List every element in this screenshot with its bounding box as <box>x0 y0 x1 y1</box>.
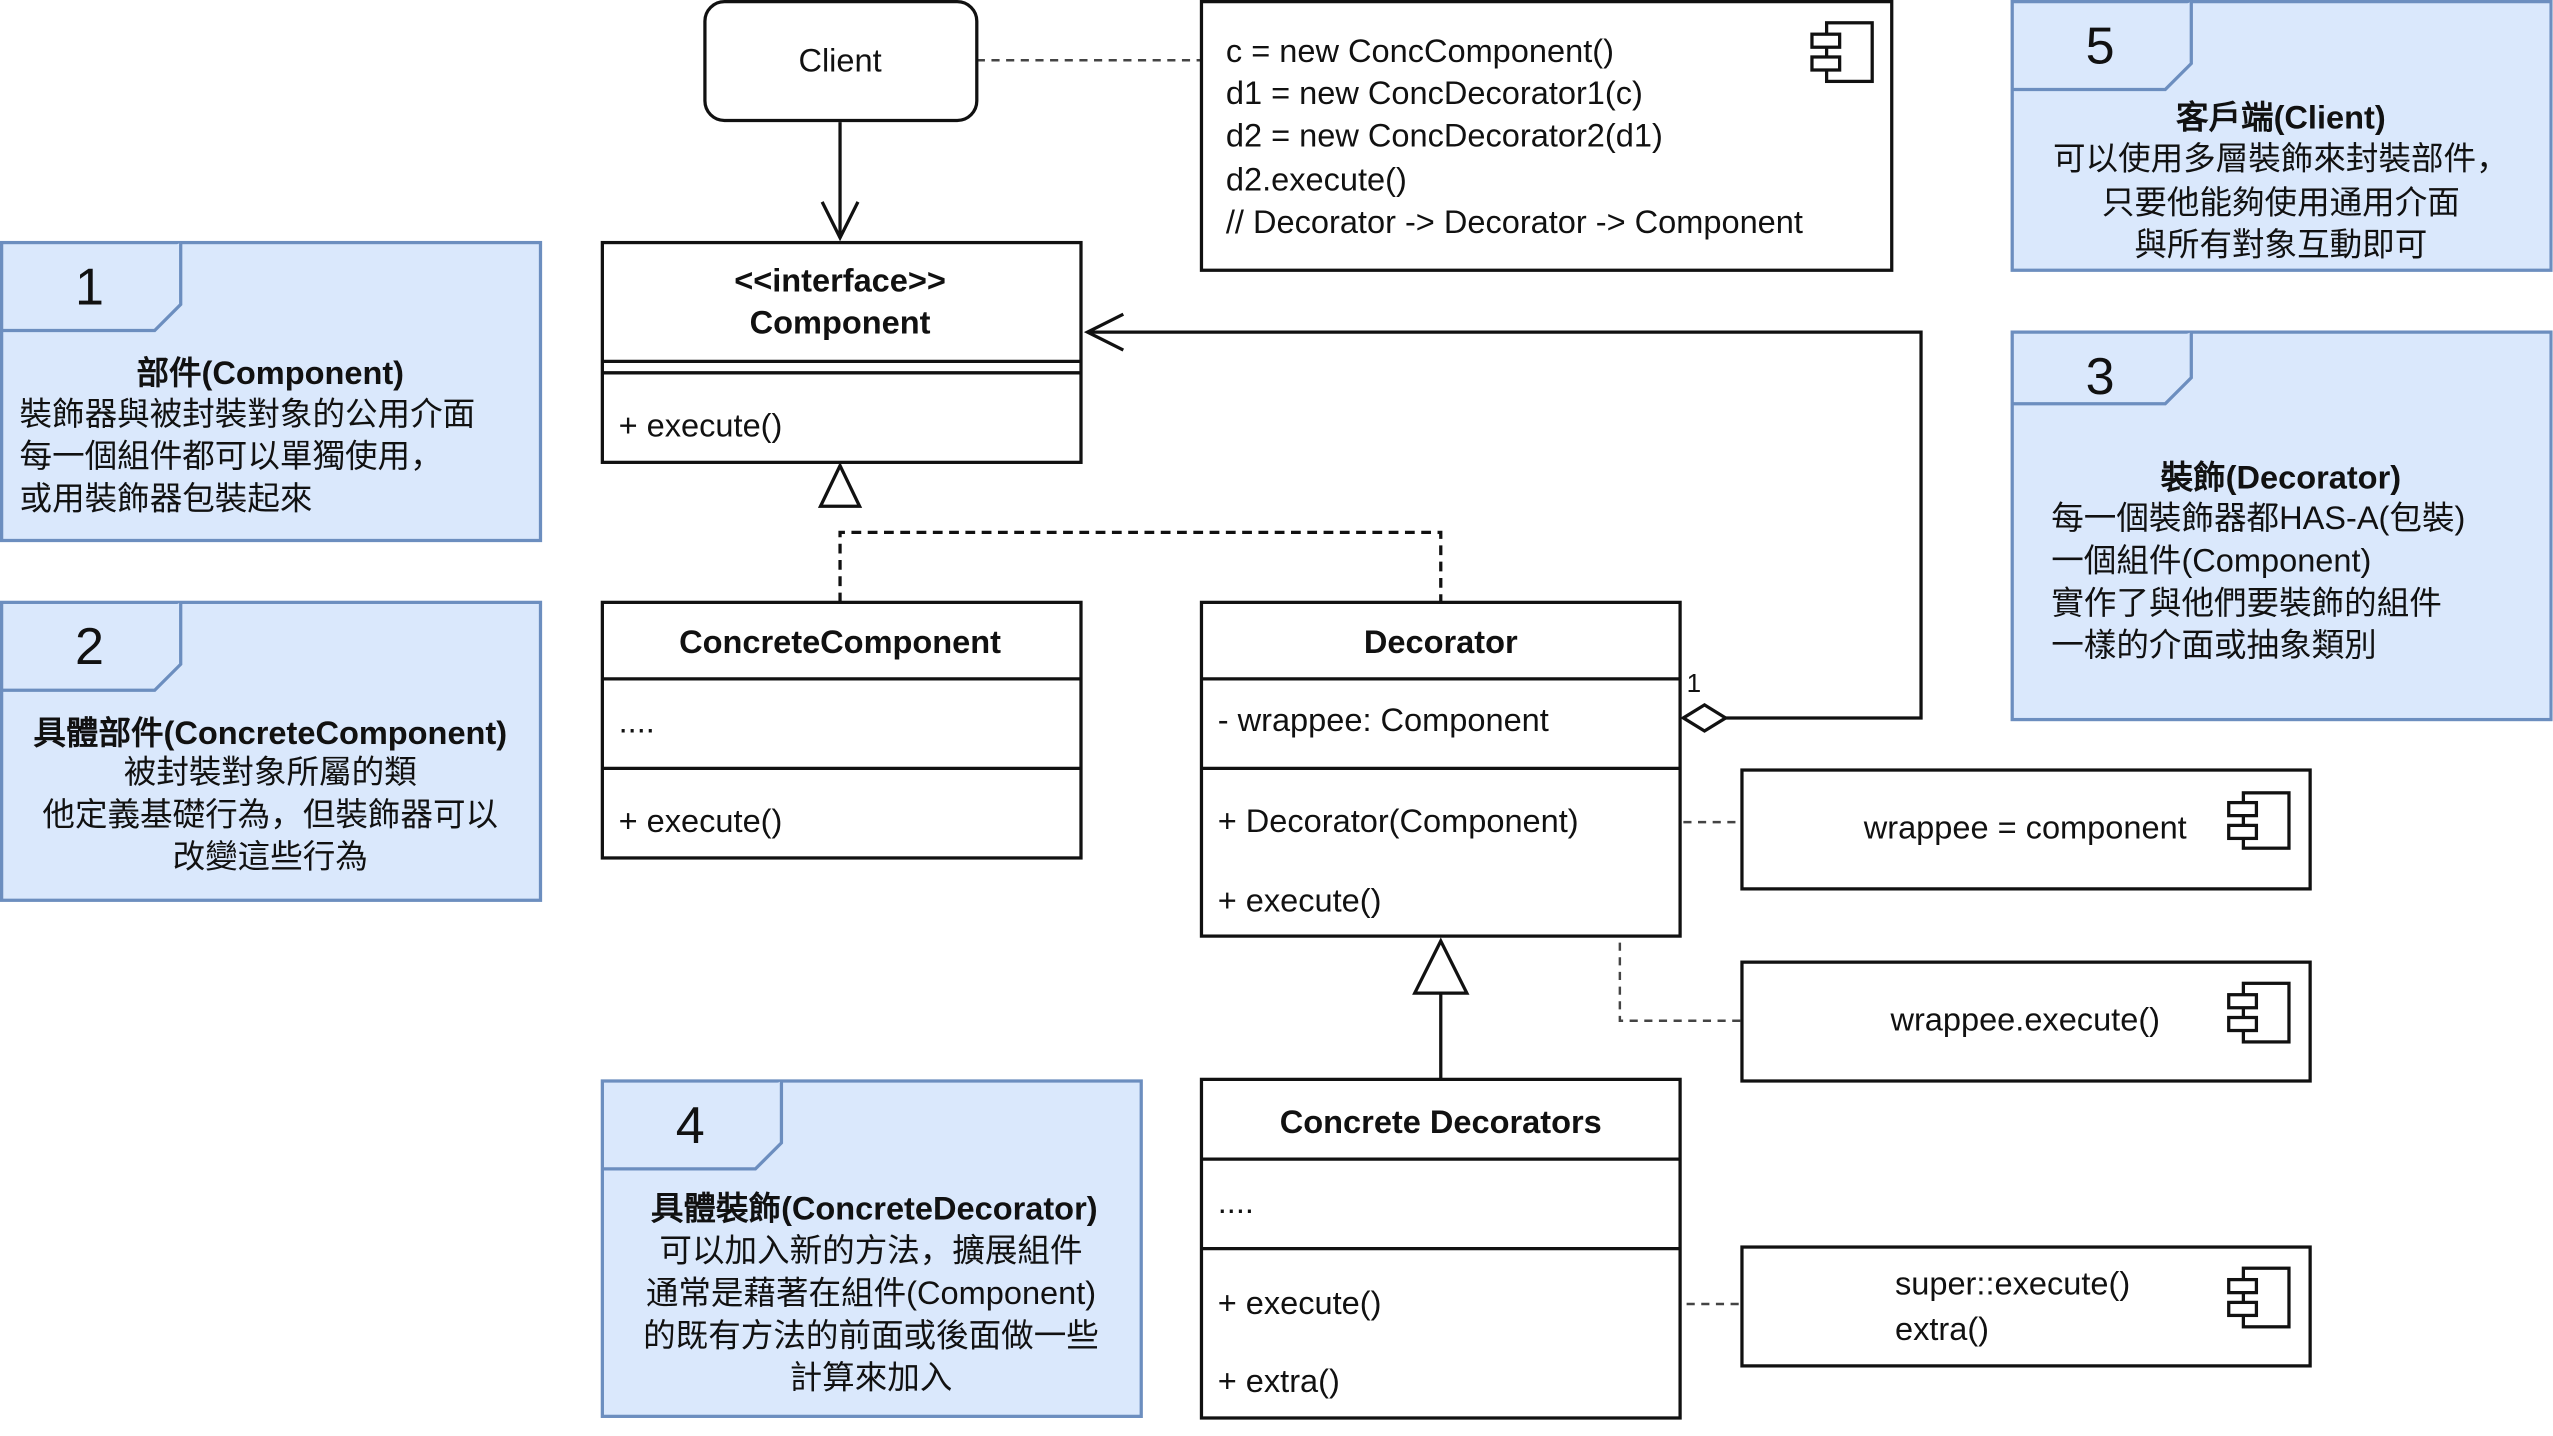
note-2-number: 2 <box>75 618 104 676</box>
inheritance-triangle <box>1412 937 1470 995</box>
code-line-1: c = new ConcComponent() <box>1226 33 1614 69</box>
note-5-line-2: 只要他能夠使用通用介面 <box>2102 184 2460 220</box>
note-4-title: 具體裝飾(ConcreteDecorator) <box>651 1190 1098 1226</box>
note-5-line-1: 可以使用多層裝飾來封裝部件， <box>2053 140 2509 176</box>
note-5-title: 客戶端(Client) <box>2176 99 2386 136</box>
component-icon <box>2227 791 2291 850</box>
aggregation-multiplicity: 1 <box>1687 668 1701 698</box>
note-3-line-2: 一個組件(Component) <box>2051 542 2371 578</box>
code-line-2: d1 = new ConcDecorator1(c) <box>1226 75 1643 111</box>
note-3-title: 裝飾(Decorator) <box>2161 459 2402 495</box>
concrete-decorators-class[interactable]: Concrete Decorators .... + execute() + e… <box>1199 1077 1682 1420</box>
code-line-5: // Decorator -> Decorator -> Component <box>1226 204 1803 240</box>
note-2-title: 具體部件(ConcreteComponent) <box>33 715 507 751</box>
ctor-code-note[interactable]: wrappee = component <box>1740 768 2312 891</box>
code-line-3: d2 = new ConcDecorator2(d1) <box>1226 118 1663 154</box>
note-1[interactable]: 1 部件(Component) 裝飾器與被封裝對象的公用介面 每一個組件都可以單… <box>0 240 543 543</box>
decorator-field: - wrappee: Component <box>1218 702 1549 738</box>
note-5-line-3: 與所有對象互動即可 <box>2134 227 2427 263</box>
component-method: + execute() <box>619 407 783 443</box>
aggregation-diamond <box>1680 703 1729 733</box>
concrete-code-line-2: extra() <box>1895 1311 1989 1347</box>
concrete-component-method: + execute() <box>619 803 783 839</box>
concrete-decorators-method-2: + extra() <box>1218 1363 1340 1399</box>
note-3-line-1: 每一個裝飾器都HAS-A(包裝) <box>2051 500 2465 536</box>
realization-line <box>838 530 1443 603</box>
concrete-decorators-field: .... <box>1218 1184 1254 1220</box>
client-label: Client <box>798 43 881 79</box>
component-name: Component <box>750 305 931 341</box>
concrete-component-field: .... <box>619 704 655 740</box>
note-2-line-2: 他定義基礎行為，但裝飾器可以 <box>42 796 498 832</box>
note-4-number: 4 <box>676 1097 705 1155</box>
decorator-class[interactable]: Decorator - wrappee: Component + Decorat… <box>1199 600 1682 938</box>
aggregation-arrowhead <box>1083 312 1125 352</box>
association-arrowhead <box>820 201 860 242</box>
note-3-line-4: 一樣的介面或抽象類別 <box>2051 627 2376 663</box>
decorator-constructor: + Decorator(Component) <box>1218 803 1579 839</box>
note-2-line-1: 被封裝對象所屬的類 <box>124 754 417 790</box>
client-node[interactable]: Client <box>703 0 979 123</box>
component-icon <box>1810 21 1874 84</box>
note-1-title: 部件(Component) <box>136 355 404 391</box>
note-4-line-1: 可以加入新的方法，擴展組件 <box>659 1233 1082 1269</box>
concrete-code-note[interactable]: super::execute() extra() <box>1740 1245 2312 1368</box>
component-class[interactable]: <<interface>> Component + execute() <box>600 240 1083 464</box>
code-line-4: d2.execute() <box>1226 161 1407 197</box>
note-5-number: 5 <box>2086 17 2115 75</box>
concrete-component-class[interactable]: ConcreteComponent .... + execute() <box>600 600 1083 860</box>
note-1-line-2: 每一個組件都可以單獨使用， <box>20 438 443 474</box>
concrete-decorators-name: Concrete Decorators <box>1280 1104 1602 1140</box>
note-2[interactable]: 2 具體部件(ConcreteComponent) 被封裝對象所屬的類 他定義基… <box>0 600 543 902</box>
note-4[interactable]: 4 具體裝飾(ConcreteDecorator) 可以加入新的方法，擴展組件 … <box>600 1079 1143 1418</box>
note-4-line-2: 通常是藉著在組件(Component) <box>646 1275 1096 1311</box>
concrete-code-line-1: super::execute() <box>1895 1265 2130 1301</box>
note-3-line-3: 實作了與他們要裝飾的組件 <box>2051 585 2442 621</box>
decorator-method: + execute() <box>1218 883 1382 919</box>
decorator-name: Decorator <box>1364 624 1518 660</box>
aggregation-line <box>1087 330 1923 720</box>
note-3[interactable]: 3 裝飾(Decorator) 每一個裝飾器都HAS-A(包裝) 一個組件(Co… <box>2010 330 2553 722</box>
note-1-number: 1 <box>75 258 104 316</box>
note-5[interactable]: 5 客戶端(Client) 可以使用多層裝飾來封裝部件， 只要他能夠使用通用介面… <box>2010 0 2553 272</box>
concrete-component-name: ConcreteComponent <box>679 624 1001 660</box>
component-icon <box>2227 981 2291 1044</box>
realization-triangle <box>817 461 863 508</box>
exec-code-text: wrappee.execute() <box>1889 1002 2160 1038</box>
note-4-line-4: 計算來加入 <box>790 1360 953 1396</box>
note-1-line-3: 或用裝飾器包裝起來 <box>20 481 313 517</box>
component-stereotype: <<interface>> <box>734 262 946 298</box>
ctor-code-text: wrappee = component <box>1863 809 2187 845</box>
note-2-line-3: 改變這些行為 <box>173 839 368 875</box>
exec-code-note[interactable]: wrappee.execute() <box>1740 960 2312 1083</box>
client-code-note[interactable]: c = new ConcComponent() d1 = new ConcDec… <box>1199 0 1894 272</box>
note-3-number: 3 <box>2086 348 2115 406</box>
concrete-decorators-method-1: + execute() <box>1218 1285 1382 1321</box>
note-1-line-1: 裝飾器與被封裝對象的公用介面 <box>20 396 476 432</box>
component-icon <box>2227 1266 2291 1329</box>
note-4-line-3: 的既有方法的前面或後面做一些 <box>643 1317 1099 1353</box>
